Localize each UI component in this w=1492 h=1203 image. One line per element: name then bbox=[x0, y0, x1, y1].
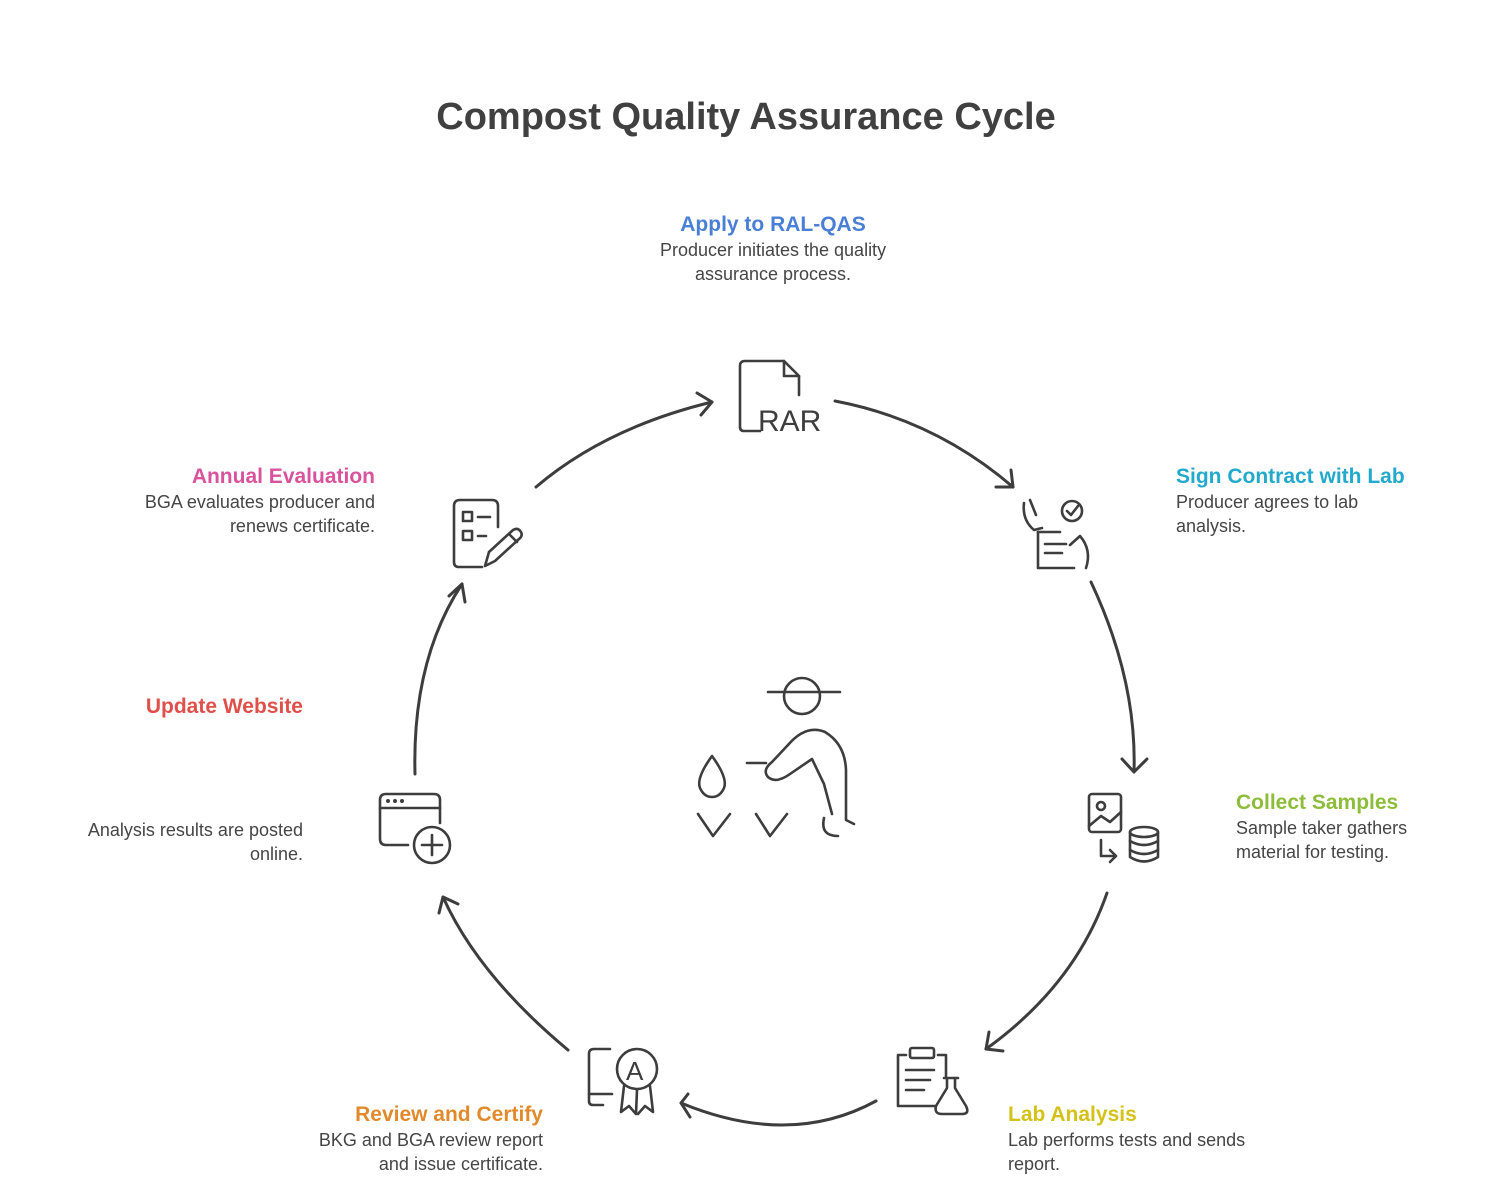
step-annual-title: Annual Evaluation bbox=[191, 465, 375, 488]
step-lab-desc-line2: report. bbox=[1008, 1154, 1061, 1174]
arrowhead-update-to-annual bbox=[447, 582, 467, 604]
step-collect-desc-line1: Sample taker gathers bbox=[1236, 818, 1408, 838]
step-apply: Apply to RAL-QAS Producer initiates the … bbox=[573, 212, 973, 286]
step-update-desc-block: Analysis results are posted online. bbox=[43, 818, 303, 866]
arrow-apply-to-sign bbox=[833, 399, 1015, 489]
clipboard-flask-icon bbox=[896, 1046, 969, 1116]
arrow-annual-to-apply bbox=[534, 400, 714, 489]
step-update-title-block: Update Website bbox=[43, 694, 303, 720]
farmer-planting-icon bbox=[696, 676, 856, 838]
arrow-lab-to-review bbox=[679, 1099, 878, 1127]
step-update-title: Update Website bbox=[145, 695, 303, 718]
step-review-desc-line2: and issue certificate. bbox=[378, 1154, 543, 1174]
arrowhead-sign-to-collect bbox=[1120, 757, 1149, 774]
certificate-award-icon: A bbox=[587, 1047, 659, 1116]
step-lab: Lab Analysis Lab performs tests and send… bbox=[1008, 1102, 1308, 1176]
step-review-desc-line1: BKG and BGA review report bbox=[318, 1130, 543, 1150]
step-update-desc-line2: online. bbox=[249, 844, 303, 864]
step-annual-desc-line1: BGA evaluates producer and bbox=[144, 492, 375, 512]
document-rar-icon: RAR bbox=[738, 359, 821, 438]
contract-signing-icon bbox=[1022, 498, 1090, 570]
step-apply-desc-line2: assurance process. bbox=[694, 264, 852, 284]
step-apply-title: Apply to RAL-QAS bbox=[680, 213, 866, 236]
arrowhead-lab-to-review bbox=[679, 1092, 692, 1119]
arrowhead-collect-to-lab bbox=[984, 1030, 1005, 1053]
arrow-update-to-annual bbox=[413, 582, 464, 776]
arrowhead-apply-to-sign bbox=[994, 468, 1015, 489]
checklist-pencil-icon bbox=[452, 498, 523, 569]
step-collect-desc-line2: material for testing. bbox=[1236, 842, 1390, 862]
certificate-icon-label: A bbox=[626, 1056, 644, 1086]
browser-add-icon bbox=[378, 792, 452, 865]
rar-icon-label: RAR bbox=[758, 405, 821, 438]
arrow-review-to-update bbox=[441, 895, 570, 1052]
step-update-desc-line1: Analysis results are posted bbox=[87, 820, 303, 840]
step-review: Review and Certify BKG and BGA review re… bbox=[243, 1102, 543, 1176]
step-sign-desc-line2: analysis. bbox=[1176, 516, 1247, 536]
step-collect-title: Collect Samples bbox=[1236, 791, 1399, 814]
step-review-title: Review and Certify bbox=[355, 1103, 543, 1126]
image-to-database-icon bbox=[1087, 792, 1160, 864]
step-annual: Annual Evaluation BGA evaluates producer… bbox=[75, 464, 375, 538]
step-collect: Collect Samples Sample taker gathers mat… bbox=[1236, 790, 1476, 864]
arrow-sign-to-collect bbox=[1089, 580, 1136, 774]
step-lab-title: Lab Analysis bbox=[1008, 1103, 1137, 1126]
step-lab-desc-line1: Lab performs tests and sends bbox=[1008, 1130, 1246, 1150]
step-apply-desc-line1: Producer initiates the quality bbox=[659, 240, 887, 260]
arrowhead-review-to-update bbox=[437, 895, 460, 915]
step-annual-desc-line2: renews certificate. bbox=[229, 516, 375, 536]
step-sign-title: Sign Contract with Lab bbox=[1176, 465, 1405, 488]
step-sign-desc-line1: Producer agrees to lab bbox=[1176, 492, 1359, 512]
page-title: Compost Quality Assurance Cycle bbox=[436, 96, 1056, 138]
cycle-arrows bbox=[413, 391, 1149, 1127]
arrow-collect-to-lab bbox=[984, 891, 1109, 1051]
arrowhead-annual-to-apply bbox=[695, 391, 714, 417]
step-sign: Sign Contract with Lab Producer agrees t… bbox=[1176, 464, 1476, 538]
